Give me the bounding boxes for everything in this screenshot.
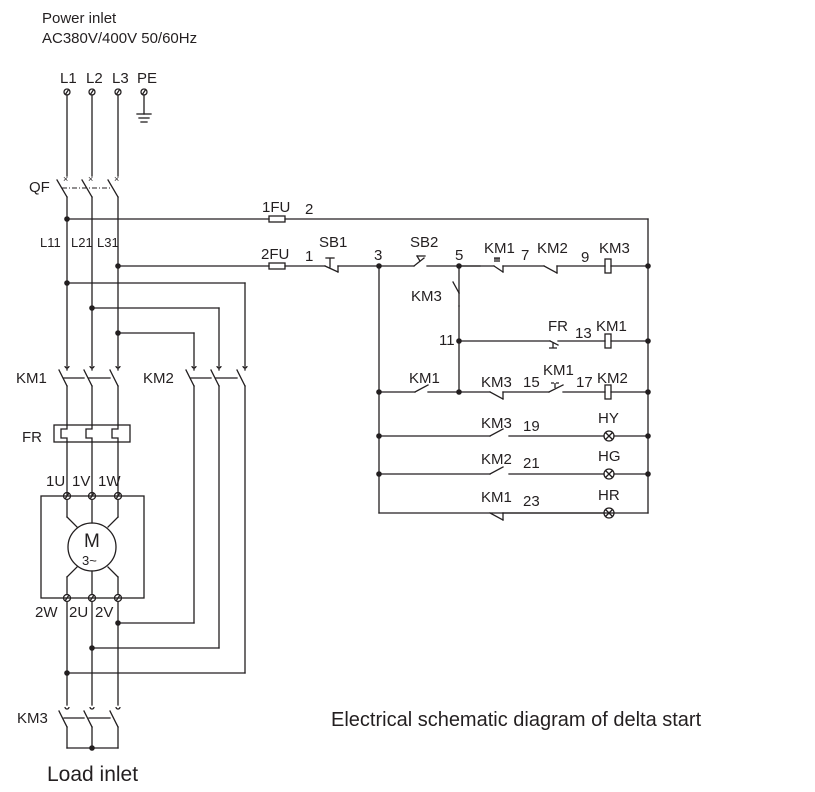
- breaker-qf: × × ×: [56, 174, 119, 371]
- line-label-l11: L11: [40, 235, 61, 250]
- control-rung-1fu: [64, 215, 649, 514]
- fuse-2fu-label: 2FU: [261, 246, 289, 263]
- node-15: 15: [523, 374, 540, 391]
- km1-main-contacts: [58, 365, 121, 426]
- km3-star-contacts: [58, 706, 121, 751]
- coil-km3: [604, 258, 612, 274]
- terminal-label-l2: L2: [86, 70, 103, 87]
- rung-km3-coil: [458, 257, 651, 274]
- motor-terminal-2v: 2V: [95, 604, 113, 621]
- lamp-hg-label: HG: [598, 448, 621, 465]
- fuse-1fu: [268, 215, 286, 223]
- rung1-contact-km2-label: KM2: [537, 240, 568, 257]
- motor-symbol: M: [84, 531, 100, 552]
- line-label-l31: L31: [97, 235, 119, 250]
- lamp-hy-icon: [603, 430, 615, 442]
- km2-main-contacts: [185, 365, 248, 674]
- node-17: 17: [576, 374, 593, 391]
- lamp-hg-contact-label: KM2: [481, 451, 512, 468]
- stop-button-label: SB1: [319, 234, 347, 251]
- start-button-label: SB2: [410, 234, 438, 251]
- overload-relay-fr: [53, 424, 131, 496]
- diagram-caption: Electrical schematic diagram of delta st…: [331, 709, 702, 731]
- node-13: 13: [575, 325, 592, 342]
- node-11: 11: [439, 332, 455, 349]
- terminal-label-l1: L1: [60, 70, 77, 87]
- motor-terminal-1u: 1U: [46, 473, 65, 490]
- motor-terminal-2u: 2U: [69, 604, 88, 621]
- fuse-2fu: [268, 262, 286, 270]
- motor-return-wires: [64, 601, 246, 706]
- node-7: 7: [521, 247, 529, 264]
- km2-main-label: KM2: [143, 370, 174, 387]
- breaker-label: QF: [29, 179, 50, 196]
- km3-hold-label: KM3: [411, 288, 442, 305]
- node-5-bus: [452, 263, 462, 395]
- node-21: 21: [523, 455, 540, 472]
- power-inlet-title: Power inlet: [42, 10, 117, 27]
- lamp-rung-hr: [489, 507, 615, 521]
- lamp-hy-contact-label: KM3: [481, 415, 512, 432]
- load-inlet-label: Load inlet: [47, 763, 138, 786]
- control-rung-2fu: [115, 262, 326, 270]
- motor-terminal-1v: 1V: [72, 473, 90, 490]
- line-label-l21: L21: [71, 235, 93, 250]
- lamp-rung-hg: [378, 466, 651, 480]
- overload-label: FR: [22, 429, 42, 446]
- node-5: 5: [455, 247, 463, 264]
- terminal-label-l3: L3: [112, 70, 129, 87]
- lamp-hy-label: HY: [598, 410, 619, 427]
- supply-terminals: [63, 88, 148, 96]
- lamp-hg-icon: [603, 468, 615, 480]
- power-inlet-spec: AC380V/400V 50/60Hz: [42, 30, 197, 47]
- coil-km1-label: KM1: [596, 318, 627, 335]
- node-1: 1: [305, 248, 313, 265]
- node-3: 3: [374, 247, 382, 264]
- coil-km3-label: KM3: [599, 240, 630, 257]
- rung-km2-coil: [378, 382, 651, 400]
- stop-button-sb1[interactable]: [324, 257, 415, 273]
- km2-feed-wires: [64, 280, 246, 371]
- coil-km2: [604, 384, 612, 400]
- phase-lines: [66, 94, 119, 177]
- lamp-hr-label: HR: [598, 487, 620, 504]
- coil-km1: [604, 333, 612, 349]
- motor-terminal-1w: 1W: [98, 473, 121, 490]
- motor-terminal-2w: 2W: [35, 604, 58, 621]
- node-23: 23: [523, 493, 540, 510]
- coil-km2-label: KM2: [597, 370, 628, 387]
- km3-main-label: KM3: [17, 710, 48, 727]
- rung3-contact-km1-label: KM1: [543, 362, 574, 379]
- lamp-hr-contact-label: KM1: [481, 489, 512, 506]
- node-9: 9: [581, 249, 589, 266]
- terminal-label-pe: PE: [137, 70, 157, 87]
- svg-text:×: ×: [88, 174, 93, 184]
- rung2-contact-fr-label: FR: [548, 318, 568, 335]
- motor-phase: 3~: [82, 553, 97, 568]
- rung-km1-coil: [458, 333, 651, 349]
- motor: [40, 491, 145, 603]
- km1-main-label: KM1: [16, 370, 47, 387]
- fuse-1fu-label: 1FU: [262, 199, 290, 216]
- svg-text:×: ×: [63, 174, 68, 184]
- node-2: 2: [305, 201, 313, 218]
- node-19: 19: [523, 418, 540, 435]
- rung3-contact-km3-label: KM3: [481, 374, 512, 391]
- lamp-rung-hy: [378, 428, 651, 442]
- rung1-contact-km1-label: KM1: [484, 240, 515, 257]
- svg-text:×: ×: [114, 174, 119, 184]
- ground-icon: [136, 94, 152, 123]
- lamp-hr-icon: [603, 507, 615, 519]
- start-button-sb2[interactable]: [413, 255, 481, 267]
- rung3-seal-km1-label: KM1: [409, 370, 440, 387]
- motor-circle: [67, 522, 117, 572]
